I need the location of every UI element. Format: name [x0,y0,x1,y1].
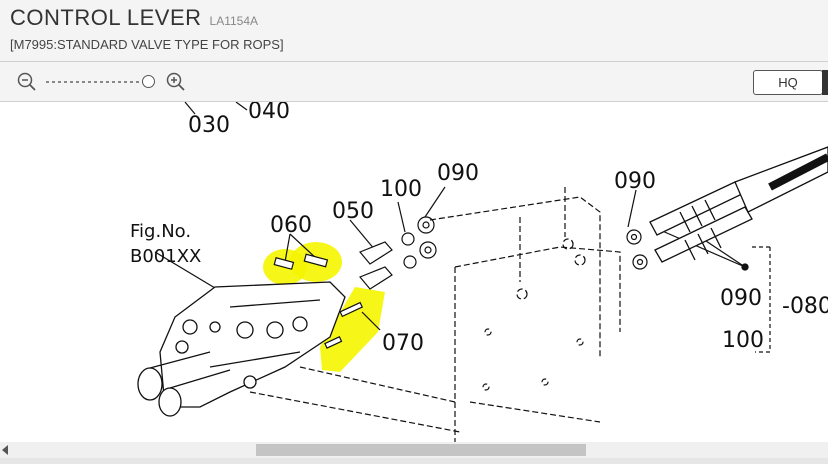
zoom-slider[interactable] [46,75,155,88]
diagram-labels: 030 040 Fig.No. B001XX 060 050 100 090 0… [130,102,828,356]
label-060[interactable]: 060 [270,213,312,238]
header-bar: CONTROL LEVER LA1154A [M7995:STANDARD VAL… [0,0,828,62]
page-subtitle: [M7995:STANDARD VALVE TYPE FOR ROPS] [10,37,284,52]
label-030[interactable]: 030 [188,113,230,138]
zoom-slider-track [46,81,146,83]
label-080[interactable]: -080 [782,294,828,319]
fig-label-line1: Fig.No. [130,221,191,242]
diagram-viewer[interactable]: 030 040 Fig.No. B001XX 060 050 100 090 0… [0,102,828,442]
page-title: CONTROL LEVER LA1154A [10,5,258,31]
zoom-in-icon[interactable] [166,72,186,92]
valve-body [137,281,346,417]
title-text: CONTROL LEVER [10,5,202,30]
scroll-left-arrow-icon[interactable] [2,445,8,455]
scroll-thumb[interactable] [256,444,586,456]
bracket-frame [249,187,621,442]
label-050[interactable]: 050 [332,199,374,224]
bottom-strip [0,458,828,464]
highlight-070[interactable] [320,287,385,372]
part-code: LA1154A [209,14,259,28]
label-100-a[interactable]: 100 [380,177,422,202]
horizontal-scrollbar[interactable] [0,442,828,458]
label-090-c[interactable]: 090 [720,286,762,311]
exploded-diagram: 030 040 Fig.No. B001XX 060 050 100 090 0… [130,102,828,442]
label-070[interactable]: 070 [382,331,424,356]
side-panel-tab[interactable] [822,70,828,95]
hq-button[interactable]: HQ [753,70,823,95]
label-090-a[interactable]: 090 [437,161,479,186]
toolbar: HQ [0,62,828,102]
small-parts [273,216,648,349]
label-040[interactable]: 040 [248,102,290,124]
label-100-b[interactable]: 100 [722,328,764,353]
zoom-out-icon[interactable] [17,72,37,92]
fig-label-line2[interactable]: B001XX [130,246,201,267]
label-090-b[interactable]: 090 [614,169,656,194]
cable-ends [649,146,828,271]
zoom-slider-thumb[interactable] [142,75,155,88]
